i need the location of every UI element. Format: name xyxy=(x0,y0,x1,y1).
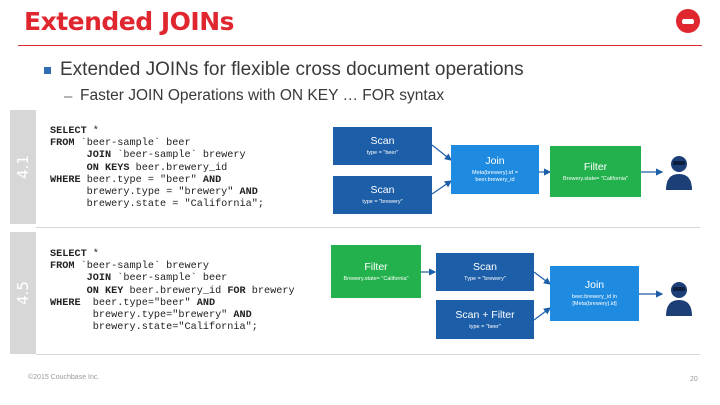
connector-arrow xyxy=(431,180,452,195)
code-line: WHERE beer.type="beer" AND xyxy=(50,298,295,310)
code-line: brewery.state="California"; xyxy=(50,322,295,334)
code-token: AND xyxy=(233,310,252,322)
slide-title: Extended JOINs xyxy=(24,7,235,36)
code-line: FROM `beer-sample` beer xyxy=(50,138,264,150)
bullet-square-icon xyxy=(44,67,51,74)
page-number: 20 xyxy=(690,376,698,383)
box-title: Scan xyxy=(370,135,395,147)
version-band-4-1: 4.1 xyxy=(10,110,36,224)
code-line: JOIN `beer-sample` beer xyxy=(50,273,295,285)
code-token: brewery.type="brewery" xyxy=(50,310,234,322)
flow-box-join: Join Meta(brewery).id = beer.brewery_id xyxy=(451,145,539,194)
copyright-footer: ©2015 Couchbase Inc. xyxy=(28,374,100,381)
code-line: brewery.type="brewery" AND xyxy=(50,310,295,322)
code-token: AND xyxy=(239,187,258,199)
box-subtitle: Brewery.state= "California" xyxy=(562,175,629,182)
box-title: Filter xyxy=(364,260,388,273)
flow-box-scan: Scan type = "beer" xyxy=(333,127,432,165)
box-subtitle: beer.brewery_id xyxy=(475,177,515,183)
flow-box-scan-filter: Scan + Filter type = "beer" xyxy=(436,300,534,339)
box-subtitle: Brewery.state= "California" xyxy=(343,275,409,282)
section-divider xyxy=(36,354,700,355)
code-token: `beer-sample` brewery xyxy=(111,150,246,162)
code-token: AND xyxy=(202,174,222,186)
flow-box-join: Join beer.brewery_id in [Meta(brewery).i… xyxy=(550,266,639,321)
box-subtitle: [Meta(brewery).id] xyxy=(572,301,617,307)
code-token: brewery.state = "California"; xyxy=(50,199,264,211)
code-token: beer.type = "beer" xyxy=(80,174,203,186)
code-token: ON KEYS xyxy=(50,162,130,174)
section-divider xyxy=(36,227,700,228)
code-token: beer.brewery_id xyxy=(129,162,228,174)
code-token: WHERE xyxy=(50,174,81,186)
code-token: `beer-sample` beer xyxy=(74,138,191,150)
code-token: AND xyxy=(196,297,216,309)
code-token: brewery.state="California"; xyxy=(50,322,258,334)
user-avatar-icon xyxy=(666,156,692,190)
code-token: FOR xyxy=(227,285,246,297)
box-subtitle: type = "beer" xyxy=(469,323,501,330)
flow-box-scan: Scan Type = "brewery" xyxy=(436,253,534,291)
box-title: Filter xyxy=(583,160,608,173)
code-token: ON KEY xyxy=(50,285,124,297)
box-title: Join xyxy=(485,155,505,167)
code-line: FROM `beer-sample` brewery xyxy=(50,261,295,273)
box-subtitle: beer.brewery_id in xyxy=(572,294,617,300)
flow-box-scan: Scan type = "brewery" xyxy=(333,176,432,214)
connector-arrow xyxy=(533,307,551,321)
code-line: brewery.type = "brewery" AND xyxy=(50,187,264,199)
sub-bullet-dash: – xyxy=(64,88,73,105)
code-token: beer.brewery_id xyxy=(123,285,228,297)
code-token: WHERE xyxy=(50,297,81,309)
box-subtitle: Meta(brewery).id = xyxy=(471,170,518,176)
query-code-4-1: SELECT *FROM `beer-sample` beer JOIN `be… xyxy=(50,126,264,211)
box-subtitle: type = "beer" xyxy=(366,150,399,156)
code-token: * xyxy=(86,249,99,260)
code-token: JOIN xyxy=(50,273,112,285)
box-title: Scan xyxy=(473,261,497,273)
code-token: `beer-sample` brewery xyxy=(74,261,209,273)
bullet-main: Extended JOINs for flexible cross docume… xyxy=(60,59,524,80)
code-token: brewery.type = "brewery" xyxy=(50,187,240,199)
code-line: ON KEYS beer.brewery_id xyxy=(50,163,264,175)
title-divider xyxy=(18,45,702,46)
connector-arrow xyxy=(533,271,551,285)
query-code-4-5: SELECT *FROM `beer-sample` brewery JOIN … xyxy=(50,249,295,334)
code-line: JOIN `beer-sample` brewery xyxy=(50,150,264,162)
box-subtitle: type = "brewery" xyxy=(362,199,403,205)
connector-arrow xyxy=(431,144,452,161)
box-title: Scan + Filter xyxy=(455,308,515,321)
box-title: Scan xyxy=(370,184,395,196)
code-line: brewery.state = "California"; xyxy=(50,199,264,211)
code-line: SELECT * xyxy=(50,249,295,261)
code-line: ON KEY beer.brewery_id FOR brewery xyxy=(50,286,295,298)
box-title: Join xyxy=(584,279,605,291)
code-line: WHERE beer.type = "beer" AND xyxy=(50,175,264,187)
code-token: brewery xyxy=(245,285,295,297)
couchbase-logo-icon xyxy=(676,9,700,33)
code-token: SELECT xyxy=(50,126,87,137)
code-token: beer.type="beer" xyxy=(80,297,197,309)
code-token: * xyxy=(86,126,99,137)
flow-box-filter: Filter Brewery.state= "California" xyxy=(331,245,421,298)
code-token: `beer-sample` beer xyxy=(111,273,228,285)
code-line: SELECT * xyxy=(50,126,264,138)
version-band-4-5: 4.5 xyxy=(10,232,36,354)
code-token: JOIN xyxy=(50,150,112,162)
user-avatar-icon xyxy=(666,282,692,316)
code-token: SELECT xyxy=(50,249,87,260)
bullet-sub: Faster JOIN Operations with ON KEY … FOR… xyxy=(80,87,445,104)
flow-box-filter: Filter Brewery.state= "California" xyxy=(550,146,641,197)
box-subtitle: Type = "brewery" xyxy=(464,276,506,282)
code-token: FROM xyxy=(50,261,75,273)
code-token: FROM xyxy=(50,138,75,150)
